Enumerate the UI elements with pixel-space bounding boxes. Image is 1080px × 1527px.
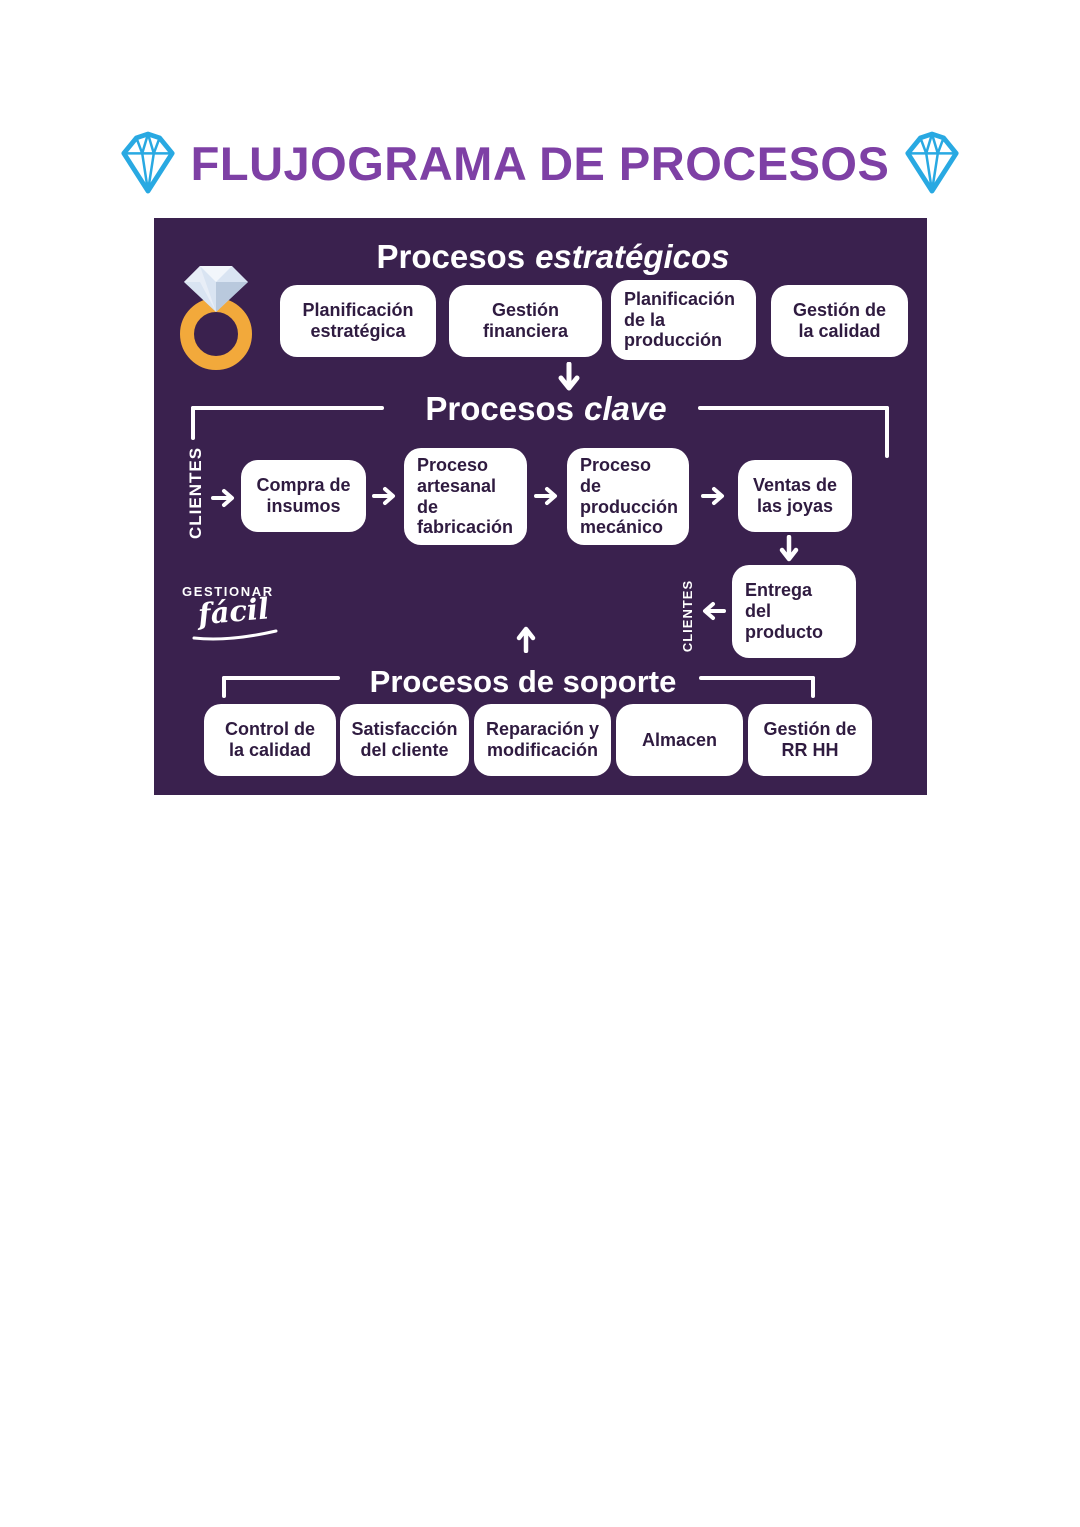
logo-underline-swoosh: [192, 629, 278, 641]
box-label: Control de la calidad: [225, 719, 315, 760]
box-almacen: Almacen: [616, 704, 743, 776]
box-entrega-producto: Entrega del producto: [732, 565, 856, 658]
logo-text-top: GESTIONAR: [182, 584, 274, 599]
arrow-down-icon: [779, 535, 799, 562]
box-gestion-financiera: Gestión financiera: [449, 285, 602, 357]
box-planificacion-estrategica: Planificación estratégica: [280, 285, 436, 357]
box-reparacion-modificacion: Reparación y modificación: [474, 704, 611, 776]
box-gestion-rrhh: Gestión de RR HH: [748, 704, 872, 776]
arrow-down-icon: [558, 362, 580, 391]
bracket-line: [811, 676, 815, 698]
box-compra-insumos: Compra de insumos: [241, 460, 366, 532]
box-label: Planificación de la producción: [624, 288, 736, 351]
box-label: Satisfacción del cliente: [351, 719, 458, 760]
box-gestion-calidad: Gestión de la calidad: [771, 285, 908, 357]
bracket-line: [222, 676, 226, 698]
arrow-up-icon: [516, 626, 536, 653]
box-label: Reparación y modificación: [485, 719, 600, 760]
gem-diamond-icon: [905, 131, 959, 194]
heading-bold-text: Procesos de soporte: [369, 664, 677, 699]
diamond-ring-icon: [180, 266, 252, 370]
arrow-right-icon: [534, 487, 557, 505]
heading-italic-text: clave: [584, 390, 667, 427]
box-proceso-artesanal: Proceso artesanal de fabricación: [404, 448, 527, 545]
heading-procesos-soporte: Procesos de soporte: [370, 664, 677, 700]
gestionar-facil-logo: GESTIONAR fácil: [182, 584, 278, 646]
bracket-line: [885, 406, 889, 458]
bracket-line: [698, 406, 889, 410]
box-label: Entrega del producto: [745, 580, 823, 642]
heading-procesos-estrategicos: Procesos estratégicos: [376, 238, 729, 276]
arrow-right-icon: [701, 487, 724, 505]
box-proceso-produccion-mecanico: Proceso de producción mecánico: [567, 448, 689, 545]
arrow-left-icon: [703, 602, 726, 620]
box-label: Gestión de la calidad: [792, 300, 886, 341]
bracket-line: [222, 676, 340, 680]
box-label: Gestión financiera: [482, 300, 569, 341]
logo-text-script: fácil: [196, 591, 271, 632]
heading-italic-text: estratégicos: [535, 238, 730, 275]
heading-bold-text: Procesos: [376, 238, 526, 275]
heading-bold-text: Procesos: [425, 390, 574, 427]
box-label: Proceso artesanal de fabricación: [417, 454, 514, 538]
box-label: Proceso de producción mecánico: [580, 454, 678, 538]
box-label: Gestión de RR HH: [763, 719, 857, 760]
bracket-line: [699, 676, 815, 680]
box-label: Almacen: [641, 729, 718, 750]
box-label: Planificación estratégica: [302, 300, 414, 341]
box-planificacion-produccion: Planificación de la producción: [611, 280, 756, 360]
clientes-label-right: CLIENTES: [679, 579, 695, 653]
box-satisfaccion-cliente: Satisfacción del cliente: [340, 704, 469, 776]
bracket-line: [191, 406, 384, 410]
process-flowchart: Procesos estratégicos Planificación estr…: [154, 218, 927, 795]
box-label: Compra de insumos: [256, 475, 351, 516]
arrow-right-icon: [211, 489, 234, 507]
box-ventas-joyas: Ventas de las joyas: [738, 460, 852, 532]
heading-procesos-clave: Procesos clave: [425, 390, 666, 428]
page-title-row: FLUJOGRAMA DE PROCESOS: [0, 126, 1080, 200]
clientes-label-left: CLIENTES: [186, 446, 205, 540]
box-label: Ventas de las joyas: [752, 475, 838, 516]
bracket-line: [191, 406, 195, 440]
box-control-calidad: Control de la calidad: [204, 704, 336, 776]
arrow-right-icon: [372, 487, 395, 505]
page-title: FLUJOGRAMA DE PROCESOS: [190, 136, 890, 190]
gem-diamond-icon: [121, 131, 175, 194]
